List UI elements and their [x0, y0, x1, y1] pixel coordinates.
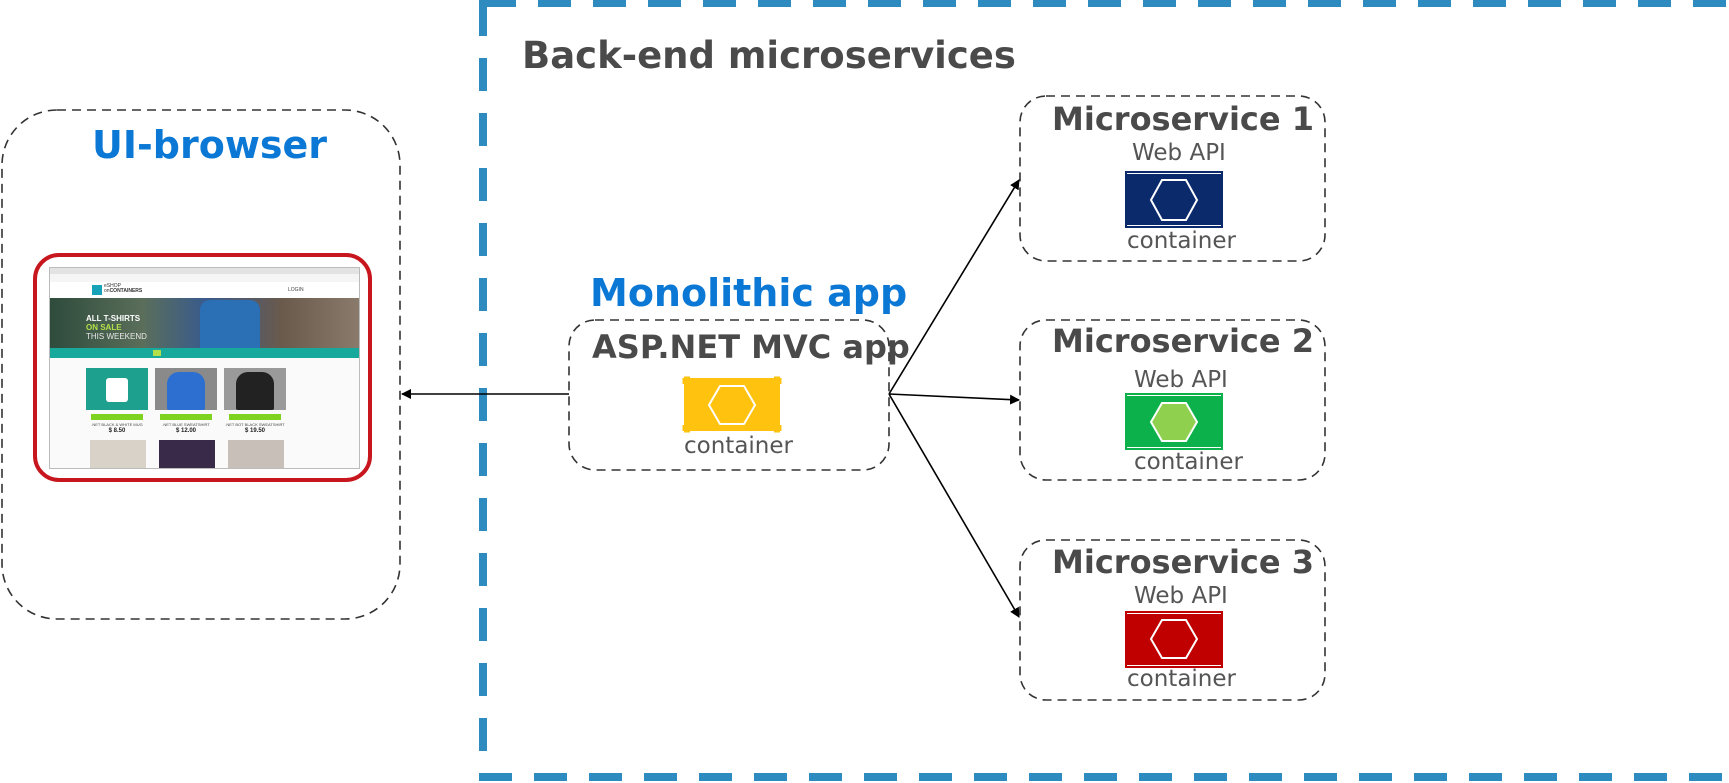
microservice-3-container-label: container — [1127, 666, 1236, 692]
product-image-row2-2 — [159, 440, 215, 468]
monolith-app-name: ASP.NET MVC app — [592, 328, 910, 366]
microservice-3-box — [1019, 539, 1326, 701]
product-name-2: .NET BLUE SWEATSHIRT — [162, 422, 210, 427]
arrow-to-microservice-3 — [888, 393, 1020, 618]
microservice-2-container-icon — [1125, 393, 1223, 450]
microservice-1-container-icon — [1125, 171, 1223, 228]
catalog-filter-bar — [50, 348, 359, 358]
product-image-mug — [86, 368, 148, 410]
monolith-container-label: container — [684, 433, 793, 459]
ui-browser-box — [1, 109, 401, 620]
backend-title: Back-end microservices — [522, 34, 1016, 77]
microservice-2-box — [1019, 319, 1326, 481]
add-to-cart-2 — [160, 414, 212, 420]
product-price-2: $ 12.00 — [175, 428, 197, 434]
product-name-3: .NET BOT BLACK SWEATSHIRT — [225, 422, 285, 427]
hero-line-2: ON SALE — [86, 323, 122, 332]
hero-line-3: THIS WEEKEND — [86, 332, 147, 341]
product-image-row2-3 — [228, 440, 284, 468]
microservice-2-api-label: Web API — [1134, 367, 1228, 393]
product-image-black-sweatshirt — [224, 368, 286, 410]
product-name-1: .NET BLACK & WHITE MUG — [91, 422, 143, 427]
hero-line-1: ALL T-SHIRTS — [86, 314, 141, 323]
microservice-1-container-label: container — [1127, 228, 1236, 254]
arrow-to-microservice-2 — [888, 393, 1020, 405]
microservice-1-api-label: Web API — [1132, 140, 1226, 166]
monolith-container-icon — [682, 376, 782, 433]
microservice-1-box — [1019, 95, 1326, 262]
microservice-3-api-label: Web API — [1134, 583, 1228, 609]
ui-browser-title: UI-browser — [92, 123, 328, 167]
microservice-1-title: Microservice 1 — [1052, 100, 1314, 138]
tshirt-image — [200, 300, 260, 348]
add-to-cart-1 — [91, 414, 143, 420]
browser-tab-bar — [50, 268, 359, 274]
monolith-heading: Monolithic app — [590, 271, 908, 315]
add-to-cart-3 — [229, 414, 281, 420]
product-price-3: $ 19.50 — [244, 428, 266, 434]
microservice-3-title: Microservice 3 — [1052, 543, 1314, 581]
eshop-logo-icon — [92, 285, 102, 295]
microservice-2-container-label: container — [1134, 449, 1243, 475]
microservice-3-container-icon — [1125, 611, 1223, 668]
arrow-to-microservice-1 — [888, 179, 1020, 395]
product-image-row2-1 — [90, 440, 146, 468]
backend-boundary — [479, 0, 1729, 781]
product-image-blue-sweatshirt — [155, 368, 217, 410]
microservice-2-title: Microservice 2 — [1052, 322, 1314, 360]
product-price-1: $ 8.50 — [108, 428, 126, 434]
login-link: LOGIN — [288, 287, 304, 293]
filter-button — [153, 350, 161, 356]
